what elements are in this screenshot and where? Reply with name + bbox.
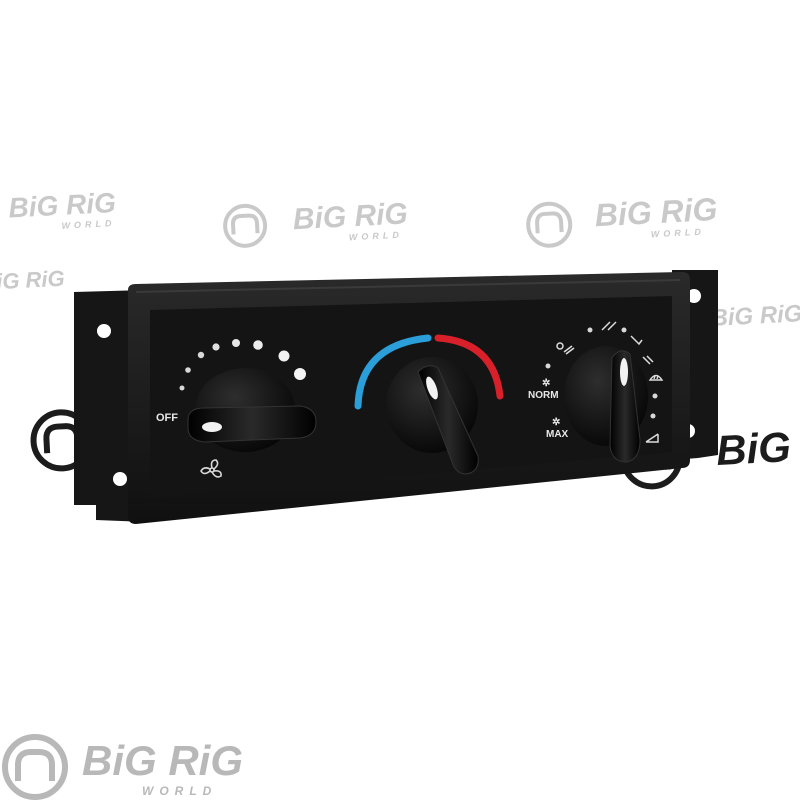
watermark-brand: BiG RiG <box>594 191 718 233</box>
bilevel-icon <box>601 321 617 331</box>
watermark-brand: BiG RiG <box>715 419 800 474</box>
fan-off-label: OFF <box>156 412 178 424</box>
watermark-top-center: BiG RiG WORLD <box>223 197 409 248</box>
fan-speed-dial: OFF <box>156 339 317 478</box>
watermark-brand: BiG RiG <box>8 187 117 224</box>
ac-max-label: MAX <box>546 429 569 440</box>
housing-edge-highlight <box>135 279 681 293</box>
watermark-sub: WORLD <box>61 218 115 231</box>
panel-vent-icon <box>556 342 575 355</box>
watermark-brand: BiG RiG <box>0 266 65 295</box>
fan-speed-dot <box>253 340 263 350</box>
fan-speed-dot <box>232 339 240 347</box>
watermark-logo-icon <box>2 734 68 800</box>
recirculate-icon <box>645 433 659 443</box>
mode-detent-dot <box>621 327 627 333</box>
mounting-hole <box>687 289 701 303</box>
mounting-hole <box>113 472 127 486</box>
mode-detent-dot <box>652 393 658 399</box>
watermark-mid-right: BiG RiG <box>710 300 800 332</box>
mode-detent-dot <box>545 363 551 369</box>
snowflake-icon: ✲ <box>542 378 550 389</box>
watermark-top-left: BiG RiG WORLD <box>8 187 117 231</box>
mode-detent-dot <box>587 327 593 333</box>
floor-defrost-icon <box>642 355 654 365</box>
mode-dial: ✲ NORM ✲ MAX <box>528 321 664 463</box>
watermark-mid-left: BiG RiG <box>0 266 65 295</box>
ac-norm-label: NORM <box>528 390 559 401</box>
watermark-sub: WORLD <box>142 784 217 798</box>
hvac-control-panel: OFF <box>74 270 718 524</box>
fan-speed-dot <box>212 343 220 351</box>
mode-knob-indicator <box>620 358 628 386</box>
fan-speed-dot <box>278 350 290 362</box>
watermark-brand: BiG RiG <box>82 737 243 784</box>
floor-icon <box>630 335 643 346</box>
fan-knob-indicator <box>202 422 222 432</box>
watermark-sub: WORLD <box>349 230 403 243</box>
temperature-cool-arc <box>354 334 432 410</box>
fan-knob-pointer[interactable] <box>187 405 317 443</box>
temperature-dial <box>354 334 504 475</box>
temperature-knob-indicator <box>426 376 438 400</box>
mounting-hole <box>97 324 111 338</box>
watermark-bottom-left: BiG RiG WORLD <box>2 734 243 800</box>
defrost-icon <box>648 374 664 381</box>
snowflake-icon: ✲ <box>552 417 560 428</box>
watermark-logo-icon <box>223 203 268 248</box>
fan-speed-dot <box>179 385 185 391</box>
watermark-sub: WORLD <box>651 227 705 240</box>
fan-icon <box>200 459 222 478</box>
temperature-warm-arc <box>434 334 504 400</box>
watermark-top-right: BiG RiG WORLD <box>526 191 718 248</box>
fan-speed-dot <box>185 367 191 373</box>
watermark-brand: BiG RiG <box>710 300 800 332</box>
fan-speed-dot <box>197 351 205 359</box>
mode-detent-dot <box>650 413 656 419</box>
mode-knob-pointer[interactable] <box>609 350 641 463</box>
fan-speed-dot <box>294 368 306 380</box>
watermark-logo-icon <box>526 201 573 248</box>
watermark-brand: BiG RiG <box>292 197 409 236</box>
